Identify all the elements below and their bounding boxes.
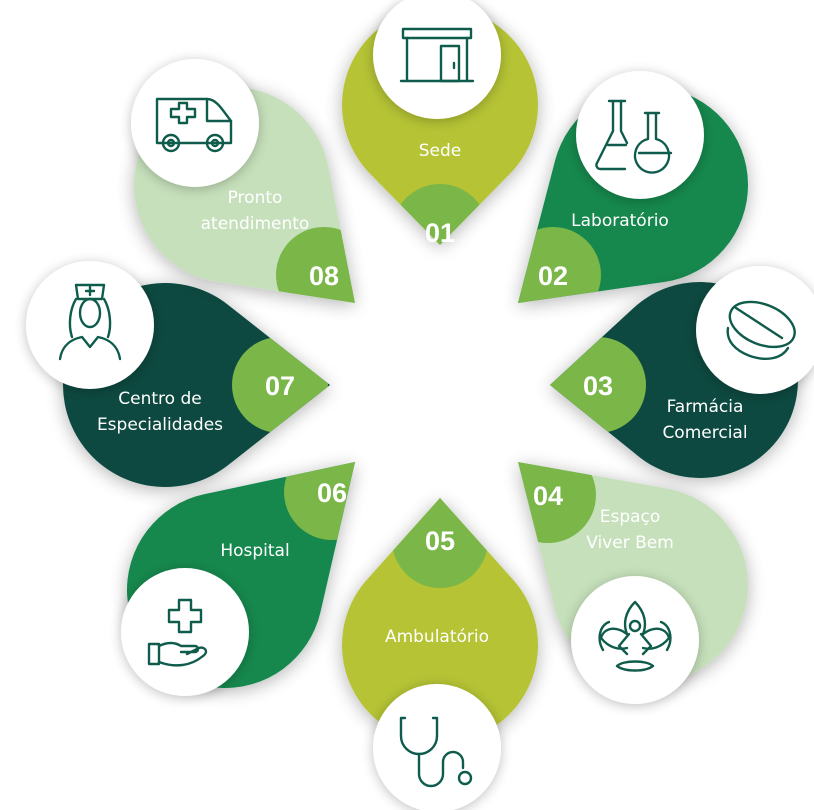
icon-circle: [26, 261, 154, 389]
petal-label: Laboratório: [571, 211, 669, 231]
icon-circle: [373, 684, 501, 810]
hand-cross-icon: [147, 598, 208, 667]
petal-number: 06: [317, 478, 347, 508]
icon-circle: [696, 266, 814, 394]
petal-label: Sede: [419, 141, 462, 161]
nurse-icon: [58, 283, 122, 361]
petal-shape: [342, 498, 538, 743]
petal-number: 07: [265, 371, 295, 401]
meditation-lotus-icon: [598, 600, 672, 672]
ambulance-icon: [155, 97, 233, 153]
lab-flasks-icon: [595, 99, 673, 174]
petal-number: 01: [425, 218, 455, 248]
petal-sede: 01 Sede: [342, 0, 538, 248]
petal-number: 02: [538, 261, 568, 291]
petal-number: 08: [309, 261, 339, 291]
petal-laboratorio: 02 Laboratório: [518, 71, 748, 303]
petal-number: 05: [425, 526, 455, 556]
petal-label: Hospital: [220, 541, 289, 561]
petal-label: Ambulatório: [385, 627, 489, 647]
number-badge: [392, 184, 488, 245]
petal-number: 03: [583, 371, 613, 401]
building-door-icon: [399, 27, 475, 83]
icon-circle: [131, 59, 259, 187]
stethoscope-icon: [399, 716, 473, 788]
icon-circle: [576, 71, 704, 199]
petal-number: 04: [533, 481, 563, 511]
icon-circle: [571, 576, 699, 704]
petal-ambulatorio: 05 Ambulatório: [342, 498, 538, 810]
pill-tablet-icon: [726, 300, 796, 360]
